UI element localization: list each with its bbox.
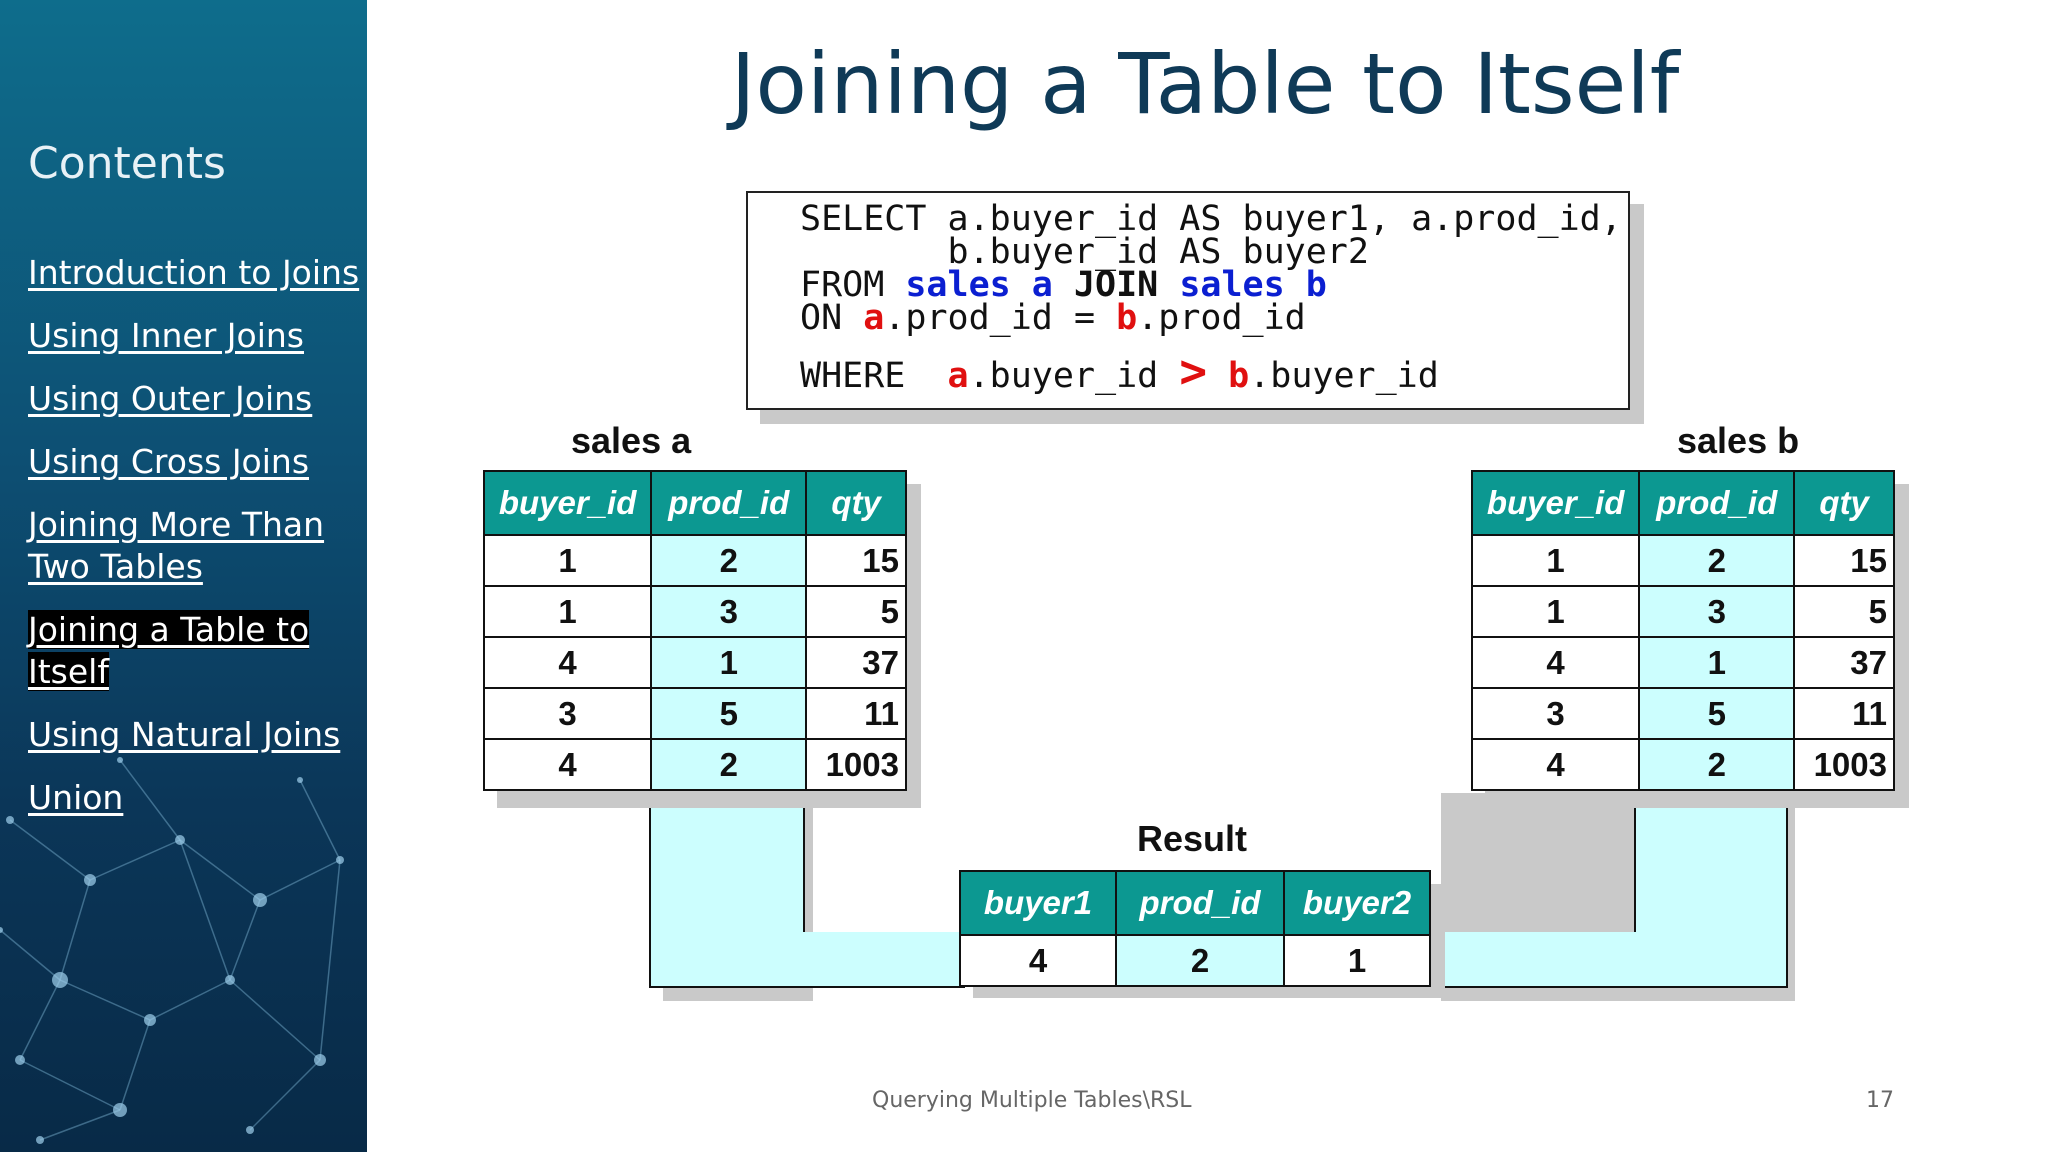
- left-connector-cover: [651, 930, 803, 986]
- cell: 2: [1638, 738, 1796, 791]
- cell: 2: [650, 534, 808, 587]
- sql-code-box: SELECT a.buyer_id AS buyer1, a.prod_id, …: [746, 191, 1630, 410]
- cell: 4: [959, 934, 1117, 987]
- sales-b-header-buyer-id: buyer_id: [1470, 470, 1641, 536]
- nav-using-cross-joins[interactable]: Using Cross Joins: [28, 442, 310, 481]
- nav-joining-more-than-two-tables[interactable]: Joining More Than Two Tables: [28, 505, 325, 586]
- sql-where-alias-b: b: [1228, 356, 1250, 396]
- contents-heading: Contents: [28, 138, 226, 189]
- cell: 1: [650, 636, 808, 689]
- sql-on-alias-b: b: [1116, 298, 1138, 338]
- cell: 1003: [805, 738, 907, 791]
- sql-line-select: SELECT a.buyer_id AS buyer1, a.prod_id,: [800, 199, 1622, 239]
- sql-where-keyword: WHERE: [800, 356, 948, 396]
- sql-on-alias-a: a: [863, 298, 885, 338]
- cell: 5: [650, 687, 808, 740]
- sidebar: Contents Introduction to Joins Using Inn…: [0, 0, 367, 1152]
- result-header-prod-id: prod_id: [1115, 870, 1285, 936]
- sql-line-select-cont: b.buyer_id AS buyer2: [800, 232, 1369, 272]
- sql-on-keyword: ON: [800, 298, 864, 338]
- sql-where-alias-a: a: [947, 356, 969, 396]
- sales-b-header-qty: qty: [1793, 470, 1895, 536]
- cell: 3: [1638, 585, 1796, 638]
- cell: 2: [1115, 934, 1285, 987]
- nav-union[interactable]: Union: [28, 778, 124, 817]
- cell: 1: [1470, 585, 1641, 638]
- cell: 1: [482, 585, 653, 638]
- network-background-decoration: [0, 757, 344, 1144]
- sql-sales-b: sales b: [1179, 265, 1327, 305]
- cell: 2: [1638, 534, 1796, 587]
- result-header-buyer1: buyer1: [959, 870, 1117, 936]
- footer-text: Querying Multiple Tables\RSL: [872, 1088, 1192, 1113]
- cell: 4: [482, 636, 653, 689]
- sales-b-header-row: buyer_id prod_id qty: [1470, 470, 1895, 536]
- cell: 1: [1638, 636, 1796, 689]
- page-number: 17: [1866, 1088, 1894, 1113]
- sales-a-header-prod-id: prod_id: [650, 470, 808, 536]
- cell: 5: [1793, 585, 1895, 638]
- cell: 1: [1283, 934, 1431, 987]
- sql-where-buyer-b: .buyer_id: [1249, 356, 1439, 396]
- sidebar-nav: Introduction to Joins Using Inner Joins …: [28, 252, 364, 819]
- result-header-buyer2: buyer2: [1283, 870, 1431, 936]
- result-header-row: buyer1 prod_id buyer2: [959, 870, 1431, 936]
- sales-a-header-buyer-id: buyer_id: [482, 470, 653, 536]
- sql-on-prod-id-b: .prod_id: [1137, 298, 1306, 338]
- sql-sales-a: sales a: [905, 265, 1053, 305]
- nav-using-natural-joins[interactable]: Using Natural Joins: [28, 715, 341, 754]
- cell: 1003: [1793, 738, 1895, 791]
- sql-on-prod-id-a: .prod_id =: [884, 298, 1117, 338]
- nav-introduction-to-joins[interactable]: Introduction to Joins: [28, 253, 360, 292]
- sql-join-keyword: JOIN: [1052, 265, 1180, 305]
- cell: 15: [1793, 534, 1895, 587]
- cell: 3: [1470, 687, 1641, 740]
- cell: 37: [805, 636, 907, 689]
- cell: 4: [1470, 636, 1641, 689]
- nav-using-inner-joins[interactable]: Using Inner Joins: [28, 316, 304, 355]
- cell: 3: [482, 687, 653, 740]
- sales-a-header-qty: qty: [805, 470, 907, 536]
- cell: 11: [805, 687, 907, 740]
- cell: 2: [650, 738, 808, 791]
- cell: 37: [1793, 636, 1895, 689]
- slide-title: Joining a Table to Itself: [730, 35, 1680, 133]
- nav-joining-a-table-to-itself[interactable]: Joining a Table to Itself: [28, 610, 310, 691]
- nav-using-outer-joins[interactable]: Using Outer Joins: [28, 379, 313, 418]
- right-connector-cover: [1636, 930, 1786, 986]
- cell: 4: [1470, 738, 1641, 791]
- cell: 5: [1638, 687, 1796, 740]
- cell: 15: [805, 534, 907, 587]
- cell: 11: [1793, 687, 1895, 740]
- cell: 4: [482, 738, 653, 791]
- sql-where-buyer-a: .buyer_id: [968, 356, 1180, 396]
- sql-from-keyword: FROM: [800, 265, 906, 305]
- result-label: Result: [1137, 818, 1248, 859]
- cell: 5: [805, 585, 907, 638]
- cell: 1: [482, 534, 653, 587]
- sql-greater-than: >: [1179, 344, 1208, 398]
- sales-a-label: sales a: [571, 420, 692, 461]
- cell: 1: [1470, 534, 1641, 587]
- sales-b-label: sales b: [1677, 420, 1800, 461]
- cell: 3: [650, 585, 808, 638]
- sales-a-header-row: buyer_id prod_id qty: [482, 470, 907, 536]
- sales-b-header-prod-id: prod_id: [1638, 470, 1796, 536]
